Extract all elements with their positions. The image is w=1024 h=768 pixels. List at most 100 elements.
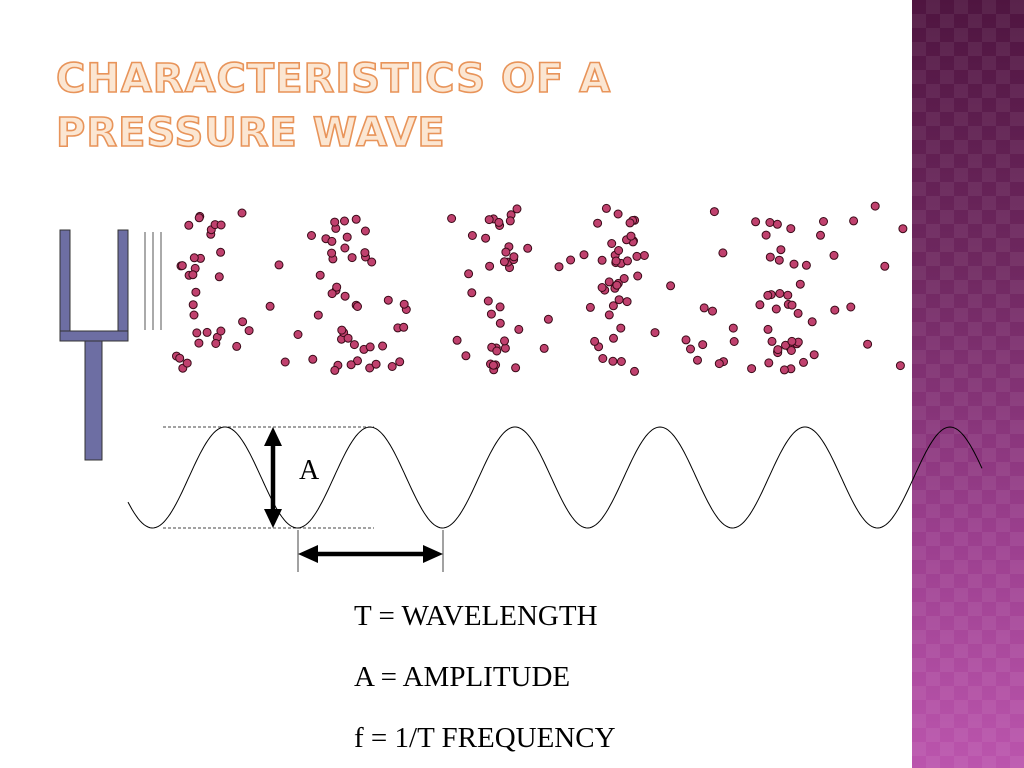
air-molecule — [747, 364, 757, 374]
slide-title: Characteristics of a pressure wave — [55, 55, 612, 157]
air-molecule — [686, 344, 695, 354]
amplitude-arrow-head-up — [264, 427, 282, 446]
definitions-list: T = WAVELENGTH A = AMPLITUDE f = 1/T FRE… — [354, 596, 774, 768]
air-molecule — [484, 215, 494, 225]
tuning-fork-right-prong — [117, 229, 129, 342]
air-molecule — [607, 239, 617, 248]
air-molecule — [795, 279, 805, 289]
air-molecule — [623, 256, 632, 266]
air-molecule — [729, 337, 739, 346]
air-molecule — [666, 281, 676, 291]
air-molecule — [895, 361, 905, 371]
sine-wave — [127, 426, 983, 529]
air-molecule — [755, 300, 765, 310]
amplitude-arrow-head-down — [264, 509, 282, 528]
air-molecule — [308, 354, 318, 364]
air-molecule — [351, 214, 361, 224]
air-molecule — [597, 283, 607, 292]
air-molecule — [846, 302, 856, 312]
air-molecule — [761, 230, 771, 240]
air-molecule — [613, 209, 623, 219]
air-molecule — [467, 288, 477, 298]
air-molecule — [189, 253, 199, 263]
air-molecule — [816, 230, 825, 240]
air-molecule — [486, 309, 496, 319]
tuning-fork — [59, 229, 129, 461]
air-molecule — [863, 339, 873, 349]
air-molecule — [216, 326, 226, 336]
air-molecule — [625, 218, 635, 228]
air-molecule — [265, 301, 275, 311]
decorative-side-band — [912, 0, 1024, 768]
air-molecule — [764, 358, 774, 368]
amplitude-definition: A = AMPLITUDE — [354, 661, 571, 693]
air-molecule — [485, 261, 495, 271]
air-molecule — [495, 302, 505, 312]
air-molecule — [399, 299, 409, 309]
air-molecule — [340, 291, 350, 301]
air-molecule — [787, 336, 797, 346]
air-molecule — [609, 333, 618, 343]
air-molecule — [327, 248, 337, 258]
air-molecule — [340, 243, 350, 253]
air-molecule — [771, 304, 781, 314]
air-molecule — [793, 308, 803, 318]
air-molecule — [775, 289, 785, 298]
air-molecule — [776, 245, 786, 255]
air-molecule — [177, 261, 187, 271]
vibration-lines — [144, 232, 162, 330]
air-molecule — [698, 340, 708, 350]
air-molecule — [182, 358, 192, 368]
air-molecules — [172, 201, 908, 376]
air-molecule — [829, 250, 839, 260]
air-molecule — [360, 248, 370, 258]
air-molecule — [360, 226, 370, 236]
air-molecule — [786, 346, 796, 355]
air-molecule — [488, 360, 498, 370]
air-molecule — [293, 330, 303, 339]
air-molecule — [608, 301, 618, 311]
air-molecule — [353, 356, 362, 366]
air-molecule — [365, 342, 375, 352]
air-molecule — [399, 322, 409, 332]
air-molecule — [349, 340, 359, 350]
air-molecule — [191, 287, 201, 297]
air-molecule — [330, 365, 340, 375]
air-molecule — [699, 303, 709, 313]
air-molecule — [343, 333, 353, 343]
air-molecule — [461, 351, 471, 361]
air-molecule — [779, 365, 789, 375]
air-molecule — [387, 362, 397, 371]
air-molecule — [447, 214, 457, 223]
air-molecule — [512, 204, 522, 214]
air-molecule — [337, 325, 347, 335]
air-molecule — [347, 253, 357, 263]
air-molecule — [280, 357, 290, 367]
air-molecule — [452, 335, 462, 345]
air-molecule — [604, 310, 614, 320]
air-molecule — [807, 317, 817, 327]
air-molecule — [593, 218, 603, 228]
air-molecule — [481, 233, 491, 243]
air-molecule — [543, 314, 553, 324]
air-molecule — [566, 255, 576, 265]
air-molecule — [371, 359, 381, 369]
air-molecule — [509, 252, 519, 262]
wavelength-definition: T = WAVELENGTH — [354, 600, 598, 632]
air-molecule — [313, 310, 323, 320]
air-molecule — [467, 231, 477, 240]
air-molecule — [340, 216, 349, 226]
air-molecule — [608, 356, 618, 366]
air-molecule — [330, 217, 340, 227]
air-molecule — [614, 246, 624, 255]
air-molecule — [849, 216, 859, 226]
air-molecule — [590, 336, 600, 346]
air-molecule — [880, 261, 890, 271]
air-molecule — [214, 272, 224, 282]
air-molecule — [626, 231, 636, 241]
air-molecule — [495, 318, 505, 328]
side-band-texture — [912, 0, 1024, 768]
air-molecule — [681, 335, 691, 345]
air-molecule — [194, 213, 204, 223]
